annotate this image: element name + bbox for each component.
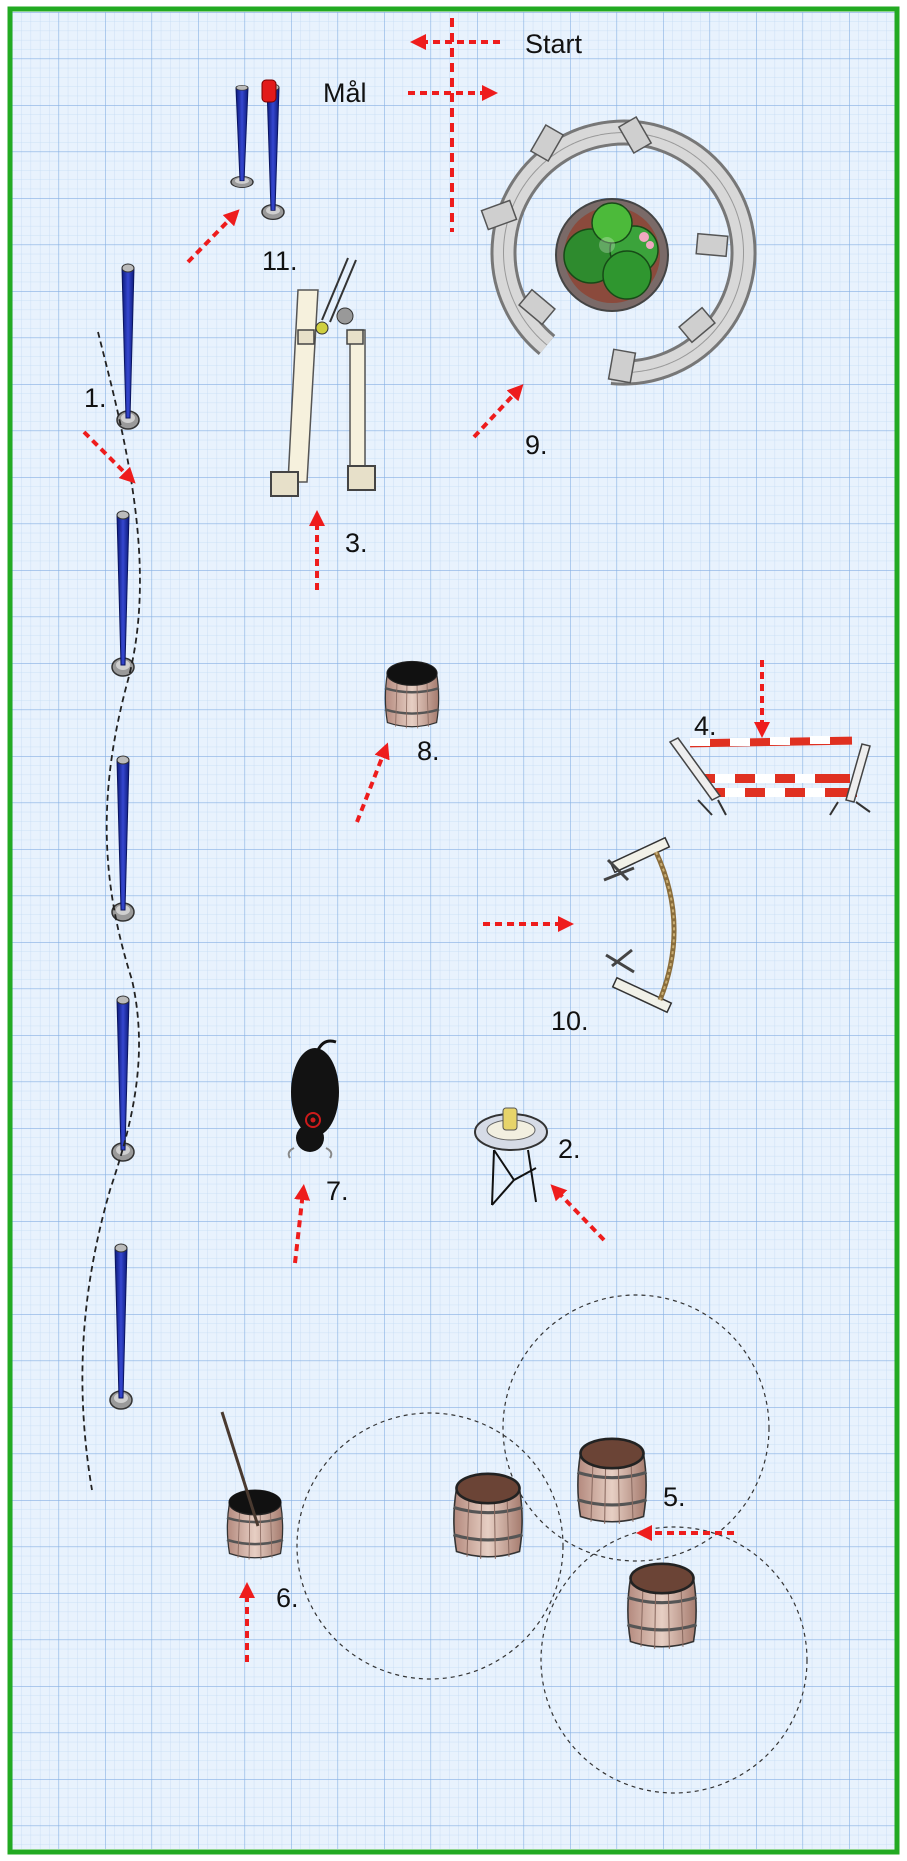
- station-label-10: 10.: [551, 1008, 589, 1035]
- station-label-9: 9.: [525, 432, 548, 459]
- barrel-5a-icon: [453, 1474, 522, 1559]
- goal-label: Mål: [323, 80, 367, 107]
- station-label-6: 6.: [276, 1585, 299, 1612]
- station-label-2: 2.: [558, 1136, 581, 1163]
- station-label-11: 11.: [262, 248, 298, 275]
- barrel-5b-icon: [577, 1439, 646, 1524]
- station-label-1: 1.: [84, 385, 107, 412]
- station-label-4: 4.: [694, 713, 717, 740]
- barrel-8-icon: [385, 662, 439, 728]
- station-label-5: 5.: [663, 1484, 686, 1511]
- start-label: Start: [525, 31, 582, 58]
- station-label-7: 7.: [326, 1178, 349, 1205]
- station-label-3: 3.: [345, 530, 368, 557]
- station-label-8: 8.: [417, 738, 440, 765]
- barrel-5c-icon: [627, 1564, 696, 1649]
